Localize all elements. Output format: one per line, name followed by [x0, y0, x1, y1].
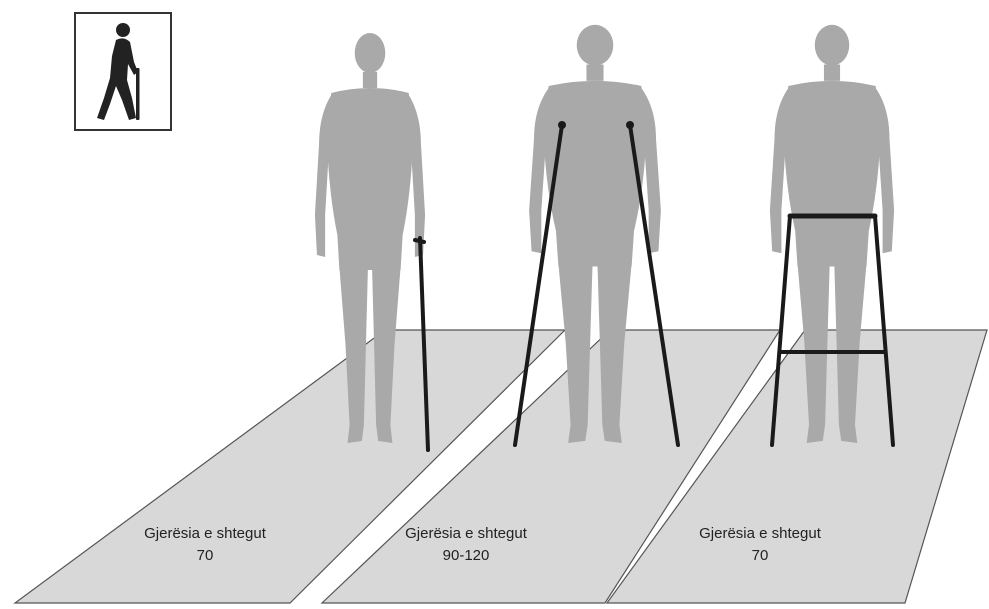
lane-label-1-title: Gjerësia e shtegut	[144, 525, 267, 542]
lane-label-1-value: 70	[197, 547, 214, 564]
lane-label-3-title: Gjerësia e shtegut	[699, 525, 822, 542]
elderly-walker-with-cane-icon	[75, 13, 171, 130]
lane-label-2-title: Gjerësia e shtegut	[405, 525, 528, 542]
lane-label-3-value: 70	[752, 547, 769, 564]
lane-label-2-value: 90-120	[443, 547, 490, 564]
